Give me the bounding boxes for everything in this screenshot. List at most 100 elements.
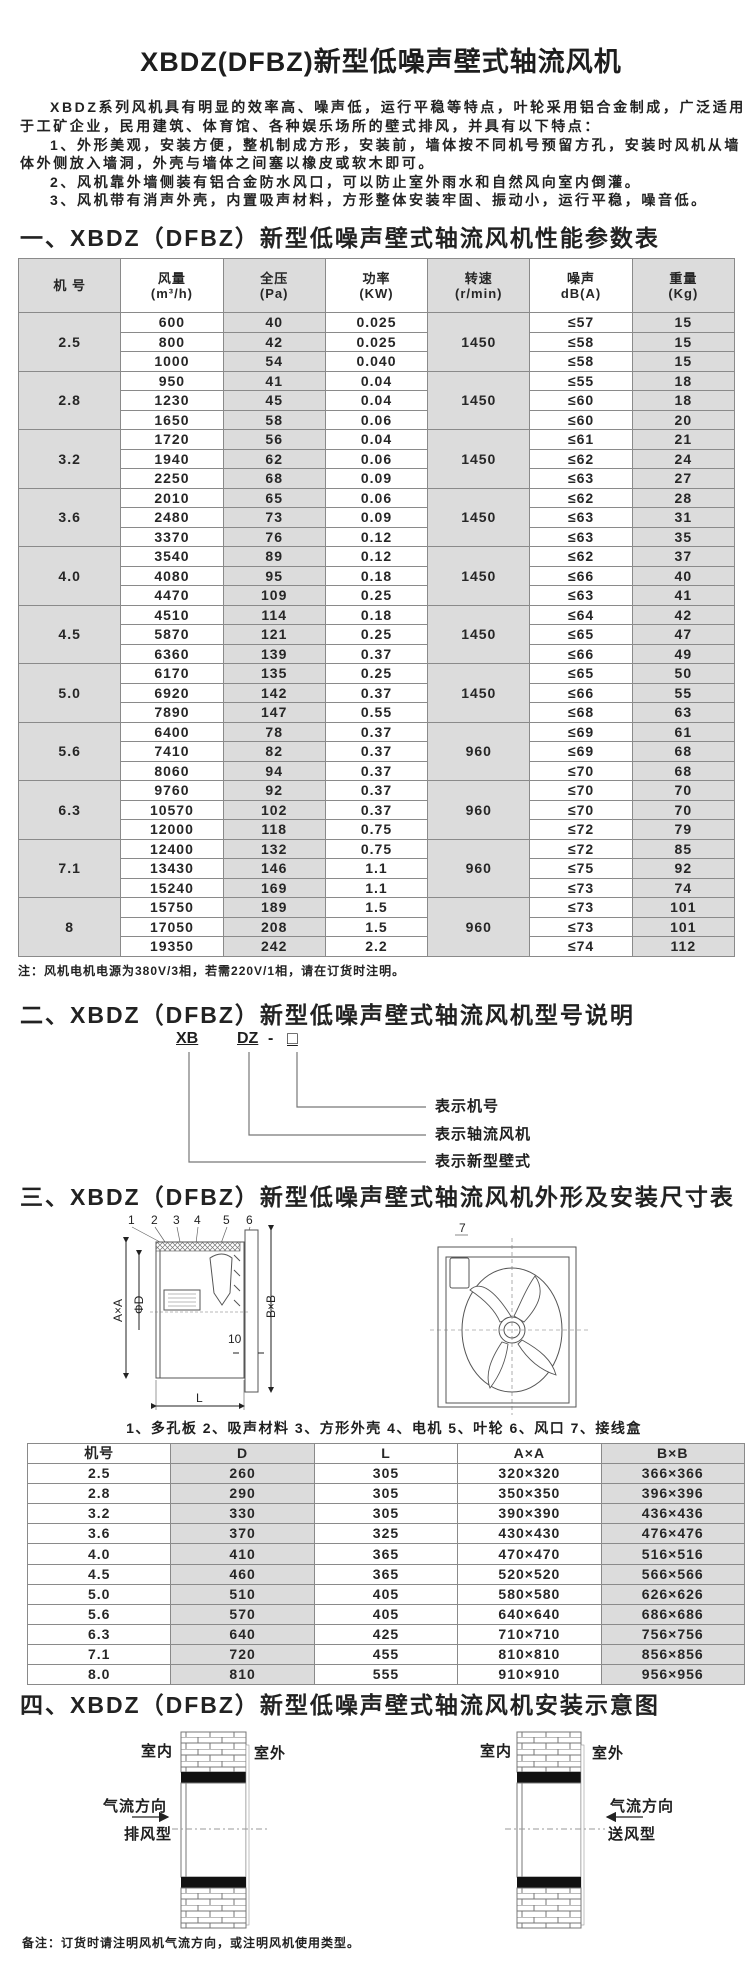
noise-cell: ≤63 [529, 526, 633, 547]
power-cell: 0.12 [324, 546, 429, 567]
pressure-cell: 118 [222, 819, 326, 840]
airflow-cell: 12400 [120, 838, 224, 859]
model-cell: 5.6 [17, 721, 122, 781]
noise-cell: ≤61 [529, 429, 633, 450]
power-cell: 0.025 [324, 331, 429, 352]
axa-cell: 350×350 [457, 1483, 602, 1505]
column-header: 重量(Kg) [631, 258, 735, 313]
axa-cell: 430×430 [457, 1523, 602, 1545]
model-cell: 6.3 [17, 780, 122, 840]
code-dash: - [268, 1030, 274, 1047]
power-cell: 0.25 [324, 624, 429, 645]
pressure-cell: 41 [222, 370, 326, 391]
l-cell: 455 [313, 1643, 459, 1666]
weight-cell: 42 [631, 604, 735, 625]
power-cell: 0.55 [324, 702, 429, 723]
d-cell: 640 [170, 1623, 315, 1645]
model-cell: 3.2 [26, 1503, 172, 1525]
speed-cell: 960 [427, 838, 531, 898]
weight-cell: 24 [631, 448, 735, 469]
weight-cell: 21 [631, 429, 735, 450]
weight-cell: 101 [631, 916, 735, 937]
l-cell: 365 [313, 1563, 459, 1585]
supply-outdoor-label: 室外 [592, 1745, 625, 1762]
model-cell: 4.5 [17, 604, 122, 664]
header-label: 转速 [464, 270, 493, 286]
power-cell: 1.5 [324, 916, 429, 937]
model-cell: 7.1 [17, 838, 122, 898]
column-header: A×A [457, 1442, 602, 1465]
dim-phid: ΦD [132, 1295, 146, 1314]
weight-cell: 18 [631, 370, 735, 391]
callout-7: 7 [459, 1221, 466, 1235]
power-cell: 0.04 [324, 429, 429, 450]
header-unit: (r/min) [455, 285, 503, 301]
weight-cell: 79 [631, 819, 735, 840]
intro-line: 体外侧放入墙洞，外壳与墙体之间塞以橡皮或软木即可。 [20, 155, 435, 171]
bxb-cell: 856×856 [600, 1643, 745, 1666]
header-label: 重量 [669, 270, 698, 286]
header-label: 机 号 [53, 278, 86, 293]
l-cell: 405 [313, 1603, 459, 1625]
weight-cell: 35 [631, 526, 735, 547]
airflow-cell: 6400 [120, 721, 224, 742]
pressure-cell: 56 [222, 429, 326, 450]
supply-indoor-label: 室内 [480, 1743, 513, 1760]
power-cell: 0.37 [324, 760, 429, 781]
airflow-cell: 600 [120, 312, 224, 333]
model-cell: 4.0 [17, 546, 122, 606]
airflow-cell: 12000 [120, 819, 224, 840]
weight-cell: 15 [631, 312, 735, 333]
noise-cell: ≤62 [529, 546, 633, 567]
noise-cell: ≤74 [529, 936, 633, 957]
model-cell: 8 [17, 897, 122, 957]
airflow-cell: 19350 [120, 936, 224, 957]
airflow-cell: 1650 [120, 409, 224, 430]
noise-cell: ≤63 [529, 507, 633, 528]
model-cell: 2.8 [26, 1483, 172, 1505]
parts-legend: 1、多孔板 2、吸声材料 3、方形外壳 4、电机 5、叶轮 6、风口 7、接线盒 [126, 1420, 642, 1436]
model-cell: 3.6 [17, 487, 122, 547]
pressure-cell: 142 [222, 682, 326, 703]
power-cell: 1.1 [324, 877, 429, 898]
bxb-cell: 436×436 [600, 1503, 745, 1525]
weight-cell: 15 [631, 331, 735, 352]
bxb-cell: 396×396 [600, 1483, 745, 1505]
bxb-cell: 956×956 [600, 1664, 745, 1686]
axa-cell: 470×470 [457, 1543, 602, 1565]
l-cell: 555 [313, 1664, 459, 1686]
intro-line: 2、风机靠外墙侧装有铝合金防水风口，可以防止室外雨水和自然风向室内倒灌。 [50, 174, 642, 190]
pressure-cell: 54 [222, 351, 326, 372]
noise-cell: ≤70 [529, 780, 633, 801]
axa-cell: 390×390 [457, 1503, 602, 1525]
model-cell: 5.6 [26, 1603, 172, 1625]
pressure-cell: 146 [222, 858, 326, 879]
noise-cell: ≤73 [529, 877, 633, 898]
pressure-cell: 45 [222, 390, 326, 411]
model-cell: 4.0 [26, 1543, 172, 1565]
callout-1: 1 [128, 1213, 135, 1227]
header-unit: (Pa) [259, 285, 289, 301]
model-cell: 2.5 [26, 1463, 172, 1485]
noise-cell: ≤73 [529, 916, 633, 937]
bxb-cell: 476×476 [600, 1523, 745, 1545]
power-cell: 0.09 [324, 468, 429, 489]
header-unit: (Kg) [668, 285, 699, 301]
speed-cell: 1450 [427, 546, 531, 606]
l-cell: 305 [313, 1503, 459, 1525]
